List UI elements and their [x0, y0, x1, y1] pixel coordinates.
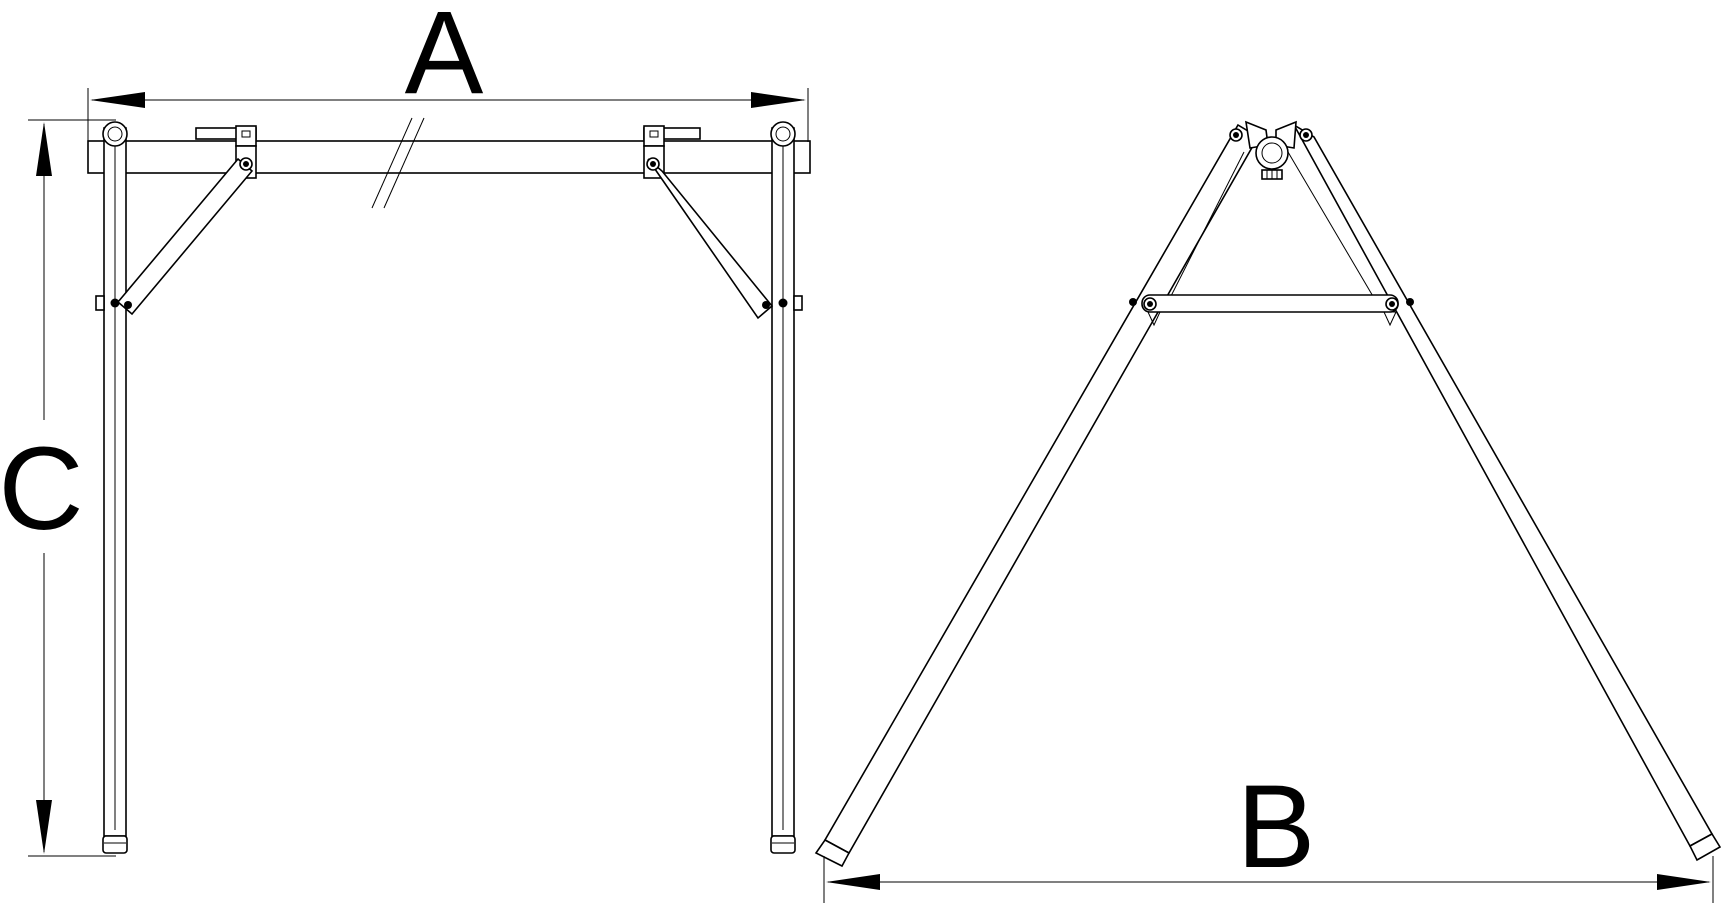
crossbar-break-mark — [383, 117, 425, 209]
crossbar-break-mark — [371, 117, 413, 209]
front-right-leg — [770, 121, 803, 854]
side-top-hub — [1244, 120, 1297, 180]
side-view — [814, 120, 1721, 868]
side-left-leg — [814, 123, 1260, 868]
dimension-c: C — [0, 119, 116, 857]
dimension-b: B — [823, 761, 1714, 903]
dimension-b-arrow-right — [1657, 874, 1711, 890]
dimension-c-arrow-top — [36, 122, 52, 176]
side-hub-knob — [1255, 136, 1289, 170]
side-spreader-bar — [1129, 294, 1414, 327]
side-right-leg — [1287, 122, 1721, 862]
front-left-leg — [95, 121, 128, 854]
dimension-a-label: A — [405, 0, 484, 119]
dimension-b-label: B — [1237, 761, 1316, 893]
dimension-a: A — [87, 0, 809, 142]
front-crossbar — [87, 140, 811, 174]
dimension-c-label: C — [0, 423, 84, 555]
dimension-c-arrow-bottom — [36, 800, 52, 854]
front-left-foot-cap — [102, 835, 128, 854]
front-right-foot-cap — [770, 835, 796, 854]
side-left-foot-cap — [814, 838, 851, 868]
front-right-brace — [646, 157, 774, 320]
dimension-a-arrow-left — [90, 92, 145, 108]
dimension-b-arrow-left — [826, 874, 880, 890]
front-view — [87, 117, 811, 854]
side-right-foot-cap — [1688, 832, 1721, 862]
dimension-a-arrow-right — [751, 92, 806, 108]
front-left-brace — [116, 157, 254, 316]
